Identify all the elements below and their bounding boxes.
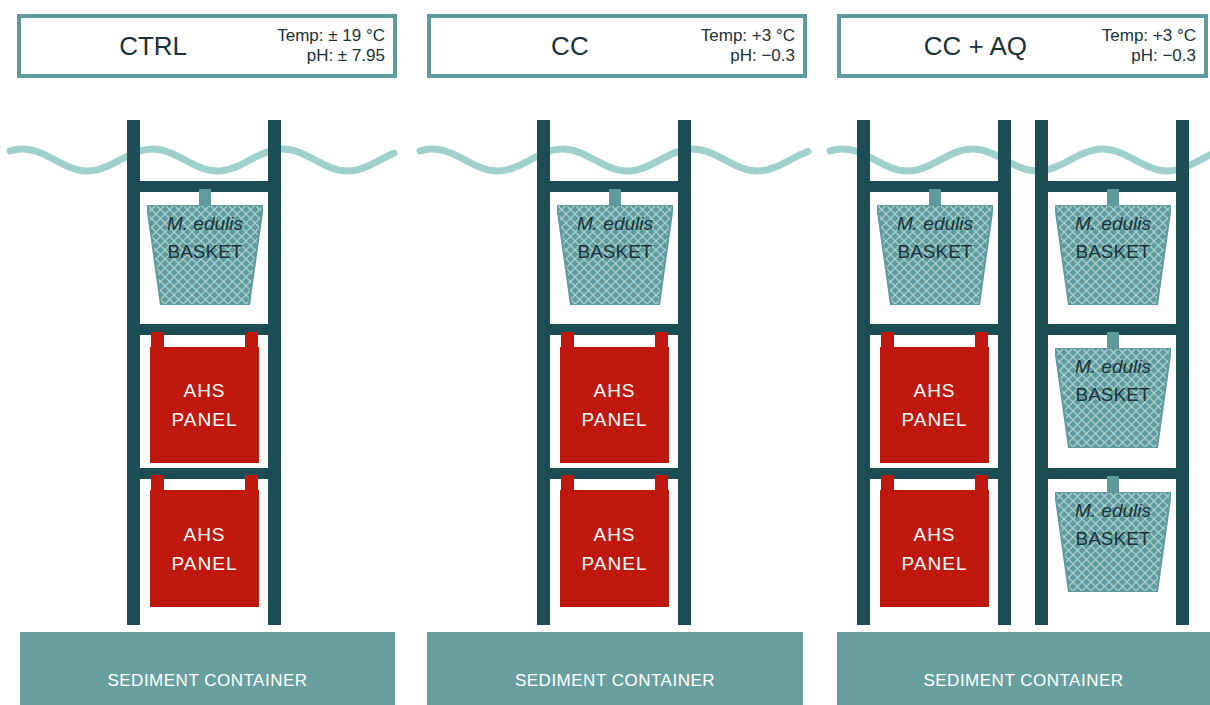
- treatment-header: CTRL Temp: ± 19 °CpH: ± 7.95: [17, 14, 397, 78]
- mussel-basket: M. edulisBASKET: [877, 205, 993, 305]
- panel-label: AHS PANEL: [172, 520, 238, 578]
- container-label: SEDIMENT CONTAINER: [923, 671, 1123, 691]
- water-surface: [10, 149, 394, 171]
- ahs-panel: AHS PANEL: [560, 490, 669, 607]
- water-surface: [830, 149, 1210, 171]
- species-name: M. edulis: [1075, 211, 1151, 237]
- panel-label: AHS PANEL: [582, 520, 648, 578]
- species-name: M. edulis: [1075, 498, 1151, 524]
- condition-value: Temp: +3 °C: [701, 26, 795, 46]
- frame-rail: [678, 120, 691, 625]
- container-label: SEDIMENT CONTAINER: [107, 671, 307, 691]
- treatment-title: CTRL: [119, 31, 187, 62]
- species-name: M. edulis: [167, 211, 243, 237]
- ahs-panel: AHS PANEL: [560, 347, 669, 463]
- species-name: M. edulis: [897, 211, 973, 237]
- frame-rail: [998, 120, 1011, 625]
- basket-label: BASKET: [1076, 526, 1151, 552]
- frame-rail: [268, 120, 281, 625]
- mussel-basket: M. edulisBASKET: [1055, 205, 1171, 305]
- panel-label: AHS PANEL: [172, 376, 238, 434]
- water-surface: [420, 149, 808, 171]
- treatment-header: CC Temp: +3 °CpH: −0.3: [427, 14, 807, 78]
- frame-rail: [1176, 120, 1189, 625]
- mussel-basket: M. edulisBASKET: [1055, 348, 1171, 448]
- ahs-panel: AHS PANEL: [150, 490, 259, 607]
- basket-label: BASKET: [1076, 382, 1151, 408]
- ahs-panel: AHS PANEL: [880, 490, 989, 607]
- frame-rail: [537, 120, 550, 625]
- basket-label: BASKET: [1076, 239, 1151, 265]
- sediment-container: SEDIMENT CONTAINER: [837, 632, 1210, 705]
- sediment-container: SEDIMENT CONTAINER: [427, 632, 803, 705]
- species-name: M. edulis: [577, 211, 653, 237]
- sediment-container: SEDIMENT CONTAINER: [20, 632, 395, 705]
- basket-label: BASKET: [168, 239, 243, 265]
- treatment-header: CC + AQ Temp: +3 °CpH: −0.3: [837, 14, 1208, 78]
- frame-rail: [857, 120, 870, 625]
- condition-value: Temp: ± 19 °C: [277, 26, 385, 46]
- treatment-title: CC + AQ: [924, 31, 1027, 62]
- ahs-panel: AHS PANEL: [880, 347, 989, 463]
- condition-value: Temp: +3 °C: [1102, 26, 1196, 46]
- panel-label: AHS PANEL: [582, 376, 648, 434]
- treatment-title: CC: [551, 31, 589, 62]
- frame-rail: [1035, 120, 1048, 625]
- container-label: SEDIMENT CONTAINER: [515, 671, 715, 691]
- basket-label: BASKET: [578, 239, 653, 265]
- panel-label: AHS PANEL: [902, 520, 968, 578]
- panel-label: AHS PANEL: [902, 376, 968, 434]
- condition-value: pH: −0.3: [730, 46, 795, 66]
- mussel-basket: M. edulisBASKET: [147, 205, 263, 305]
- ahs-panel: AHS PANEL: [150, 347, 259, 463]
- mussel-basket: M. edulisBASKET: [557, 205, 673, 305]
- frame-rail: [127, 120, 140, 625]
- condition-value: pH: ± 7.95: [307, 46, 385, 66]
- species-name: M. edulis: [1075, 354, 1151, 380]
- basket-label: BASKET: [898, 239, 973, 265]
- condition-value: pH: −0.3: [1131, 46, 1196, 66]
- mussel-basket: M. edulisBASKET: [1055, 492, 1171, 592]
